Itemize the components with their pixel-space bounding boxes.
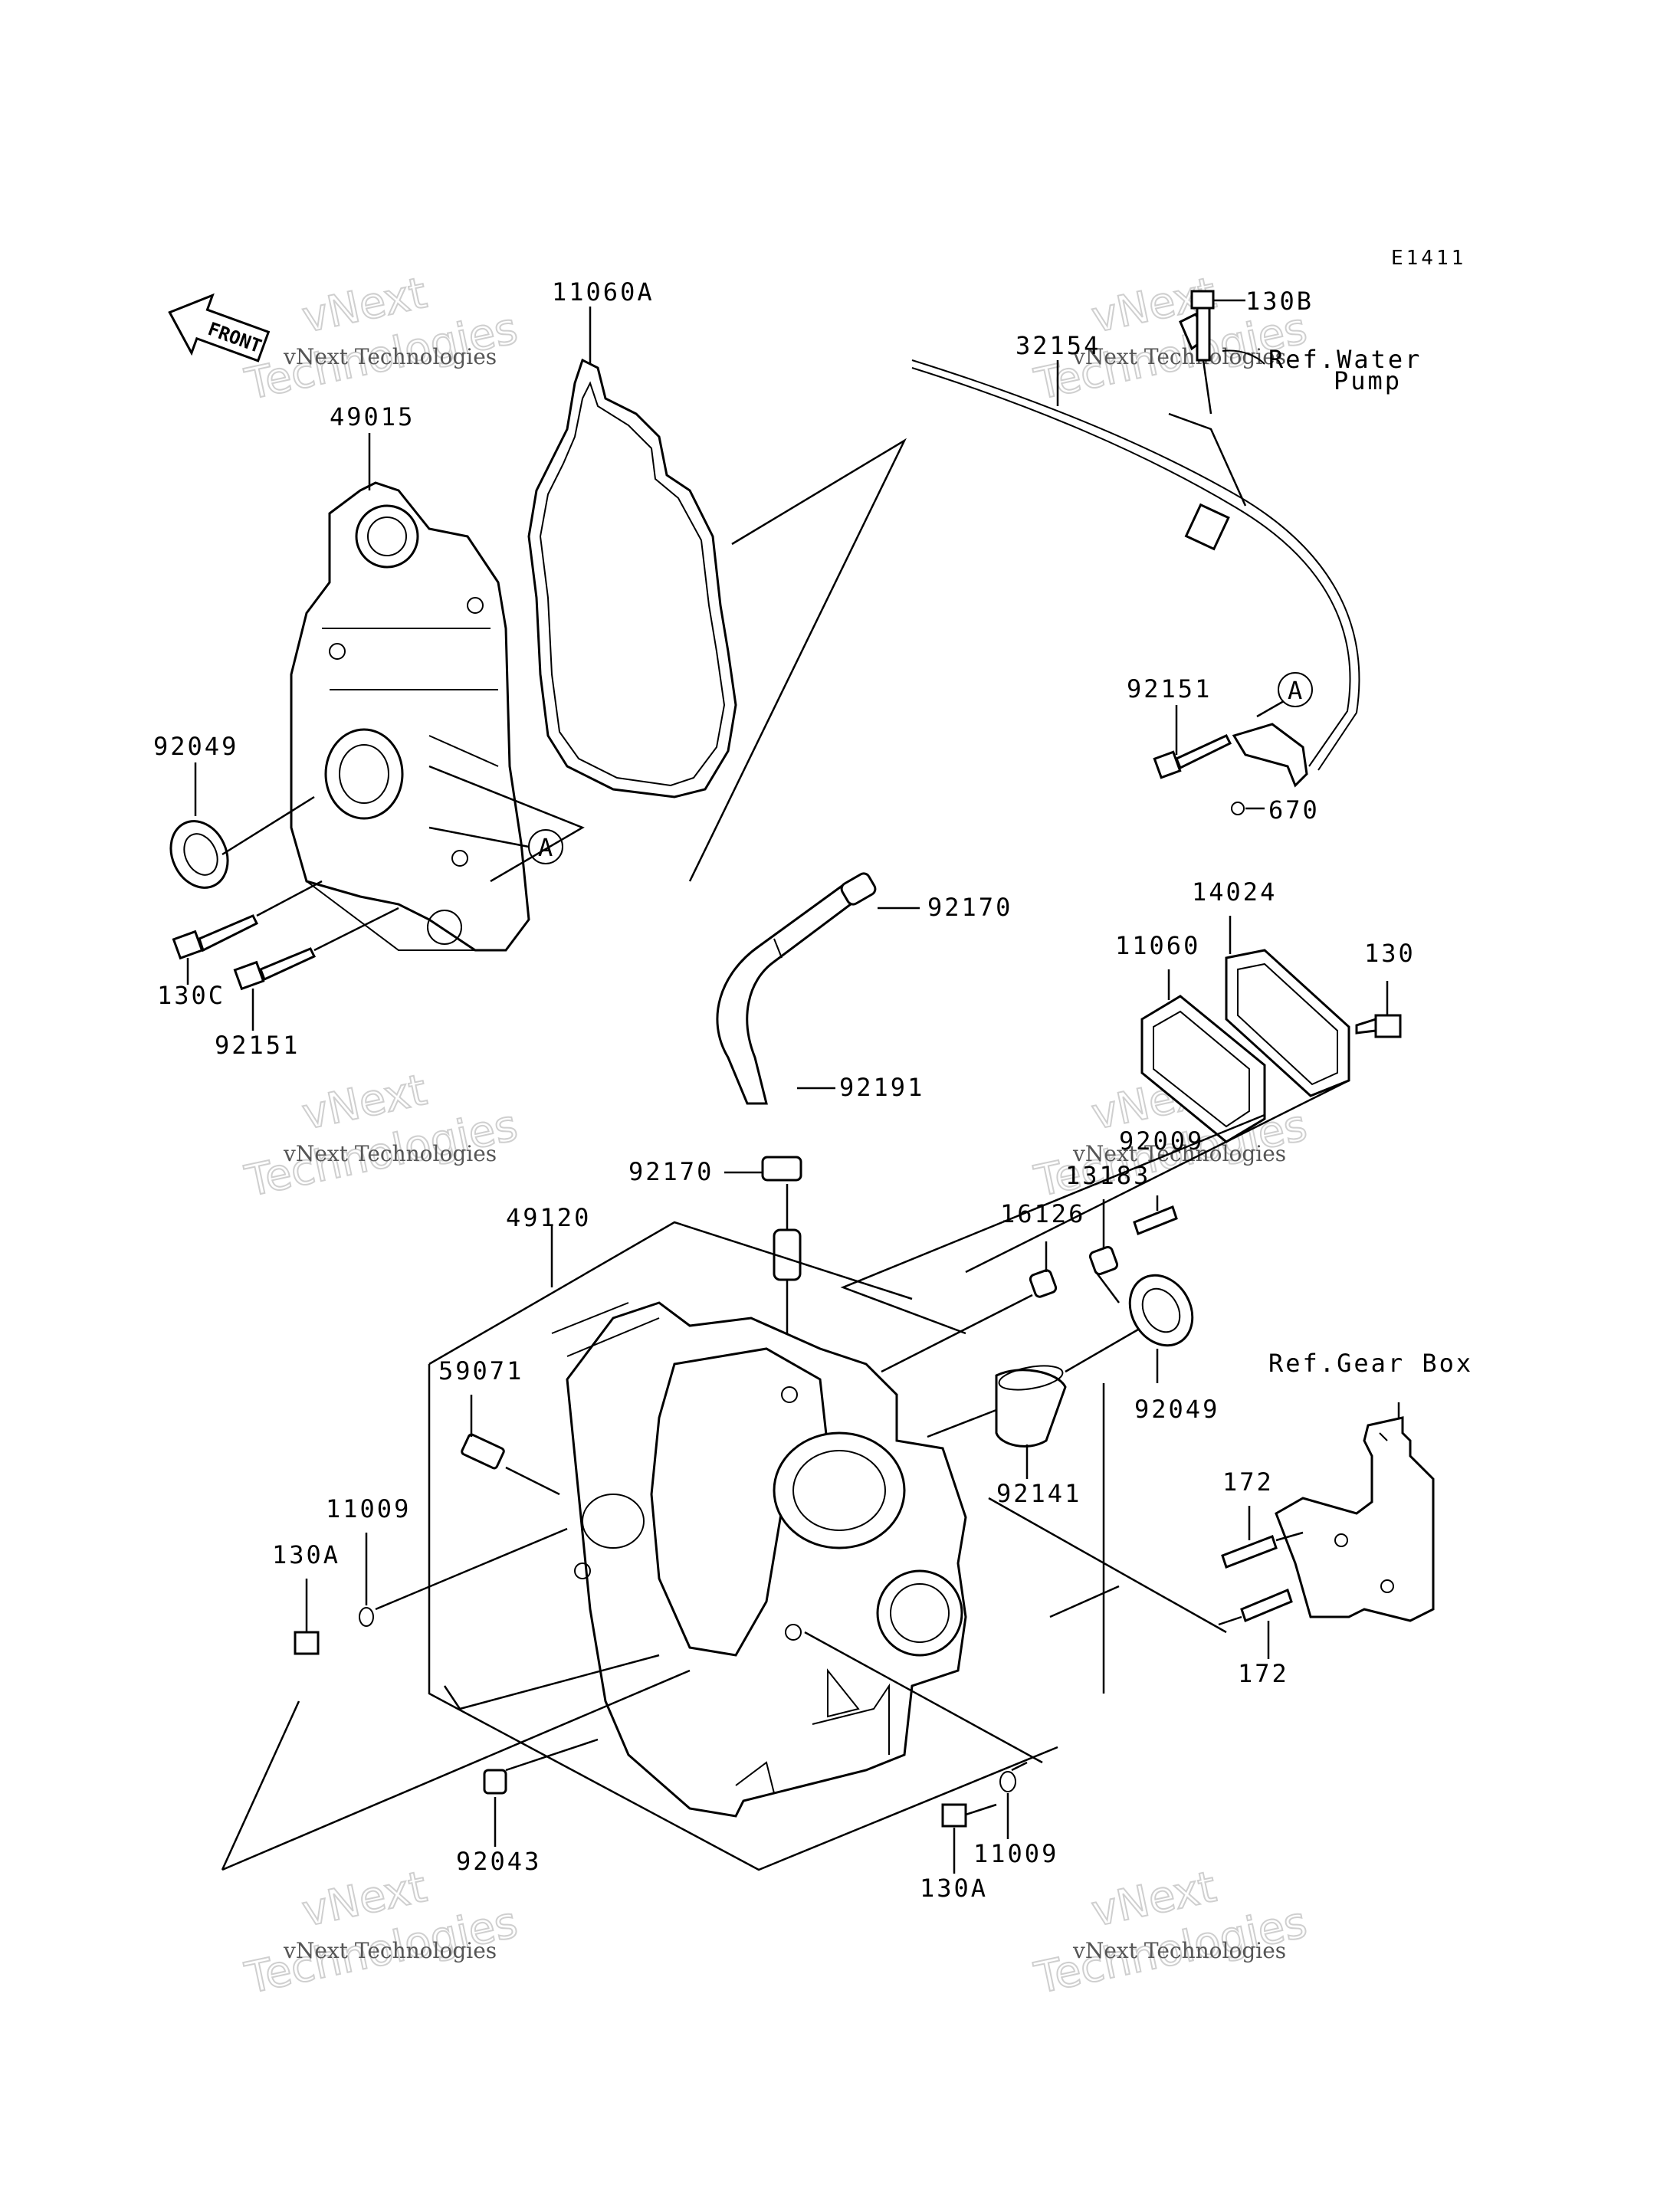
reference-a-left: A xyxy=(538,833,555,862)
callout-130A-left: 130A xyxy=(272,1540,340,1569)
callout-92049-left: 92049 xyxy=(153,732,238,761)
callout-14024: 14024 xyxy=(1192,877,1277,907)
callout-92170-top: 92170 xyxy=(927,893,1012,922)
gear-box-bracket xyxy=(1275,1416,1435,1622)
leader-line xyxy=(1218,1615,1270,1659)
gasket-11060A xyxy=(527,358,737,798)
oil-seal-92049 xyxy=(169,820,229,889)
callout-11060A: 11060A xyxy=(552,277,655,307)
o-ring-670 xyxy=(1231,802,1245,815)
leader-line xyxy=(365,1527,568,1611)
oil-seal-92049-right xyxy=(1128,1274,1194,1347)
callout-92191: 92191 xyxy=(839,1073,924,1102)
stud-172-bottom xyxy=(1240,1588,1293,1623)
diagram-code: E1411 xyxy=(1391,247,1466,270)
plug-59071 xyxy=(461,1433,505,1470)
watermark-text: vNext Technologies xyxy=(1072,1938,1286,1963)
leader-line xyxy=(953,1803,997,1874)
ref-water-pump-line2: Pump xyxy=(1334,366,1402,395)
crankcase-49120 xyxy=(551,1301,967,1818)
callout-92049-right: 92049 xyxy=(1134,1395,1219,1424)
callout-49015: 49015 xyxy=(330,402,415,431)
bolt-92151 xyxy=(233,947,317,991)
leader-line xyxy=(840,1079,1350,1335)
breather-hose-92191 xyxy=(716,883,852,1105)
callout-130B: 130B xyxy=(1245,287,1314,316)
callout-32154: 32154 xyxy=(1016,331,1101,360)
stud-172-top xyxy=(1221,1535,1278,1569)
callout-59071: 59071 xyxy=(438,1356,523,1385)
bolt-130C xyxy=(172,914,259,960)
callout-130: 130 xyxy=(1364,939,1416,968)
ref-arrow xyxy=(1222,349,1265,365)
hose-clamp-92170-top xyxy=(840,872,877,906)
ref-gear-box: Ref.Gear Box xyxy=(1268,1349,1473,1378)
callout-172-bottom: 172 xyxy=(1238,1659,1289,1688)
callout-670: 670 xyxy=(1268,795,1320,825)
watermark-text: vNext Technologies xyxy=(283,344,497,369)
dipstick-tube-32154 xyxy=(911,312,1360,788)
callout-92151-left: 92151 xyxy=(215,1031,300,1060)
callout-92151-right: 92151 xyxy=(1127,674,1212,703)
callout-16126: 16126 xyxy=(1000,1199,1085,1228)
washer-11009-bottom xyxy=(999,1771,1016,1792)
bolt-92151-right xyxy=(1153,734,1232,779)
callout-92170-mid: 92170 xyxy=(628,1157,714,1186)
leader-line xyxy=(1167,916,1232,1000)
callout-13183: 13183 xyxy=(1065,1161,1150,1190)
gasket-11060 xyxy=(1140,995,1266,1143)
callout-92043: 92043 xyxy=(456,1847,541,1876)
leader-line xyxy=(1202,359,1212,415)
leader-line xyxy=(470,1395,560,1496)
callout-172-top: 172 xyxy=(1222,1467,1274,1497)
callout-92141: 92141 xyxy=(996,1479,1081,1508)
callout-92009: 92009 xyxy=(1119,1126,1204,1156)
leader-line xyxy=(221,795,315,856)
leader-line xyxy=(428,765,585,883)
watermark-text: vNext Technologies xyxy=(283,1938,497,1963)
leader-line xyxy=(1168,412,1247,507)
screw-92009 xyxy=(1133,1205,1178,1235)
leader-line xyxy=(1006,1761,1028,1839)
reference-a-marker xyxy=(528,829,563,864)
callout-130C: 130C xyxy=(157,981,225,1010)
reference-a-right: A xyxy=(1288,676,1304,705)
leader-line xyxy=(1065,1328,1159,1383)
leader-line xyxy=(443,1654,660,1710)
leader-line xyxy=(804,1585,1120,1764)
leader-line xyxy=(688,438,907,882)
callout-11009-left: 11009 xyxy=(326,1494,411,1523)
dowel-92043 xyxy=(483,1769,507,1795)
leader-line xyxy=(927,1408,1029,1479)
callout-11009-bottom: 11009 xyxy=(973,1839,1058,1868)
bolt-130A-bottom xyxy=(941,1803,967,1828)
leader-line xyxy=(313,907,399,952)
bushing-92141 xyxy=(995,1365,1067,1448)
ref-water-pump-line1: Ref.Water xyxy=(1268,345,1422,374)
watermark-text: vNext Technologies xyxy=(1072,1141,1286,1166)
leader-line xyxy=(881,1271,1120,1373)
watermark-text: vNext Technologies xyxy=(283,1141,497,1166)
callout-130A-bottom: 130A xyxy=(920,1874,988,1903)
leader-line xyxy=(428,1221,1227,1871)
reference-a-marker xyxy=(1278,672,1313,707)
callout-11060: 11060 xyxy=(1115,931,1200,960)
bolt-130A-left xyxy=(294,1631,320,1655)
watermark-text: vNext Technologies xyxy=(1072,344,1286,369)
hose-clamp-92170-mid xyxy=(761,1156,802,1182)
leader-line xyxy=(1256,700,1285,718)
callout-49120: 49120 xyxy=(506,1203,591,1232)
bolt-130 xyxy=(1355,1014,1402,1038)
dowel-16126 xyxy=(1029,1269,1058,1298)
leader-line xyxy=(221,1669,691,1871)
leader-line xyxy=(256,880,323,917)
washer-11009-left xyxy=(359,1607,374,1627)
leader-line xyxy=(494,1738,599,1847)
crankcase-cover-49015 xyxy=(290,481,530,952)
collar-13183 xyxy=(1088,1245,1119,1276)
leader-line xyxy=(1248,1506,1304,1542)
